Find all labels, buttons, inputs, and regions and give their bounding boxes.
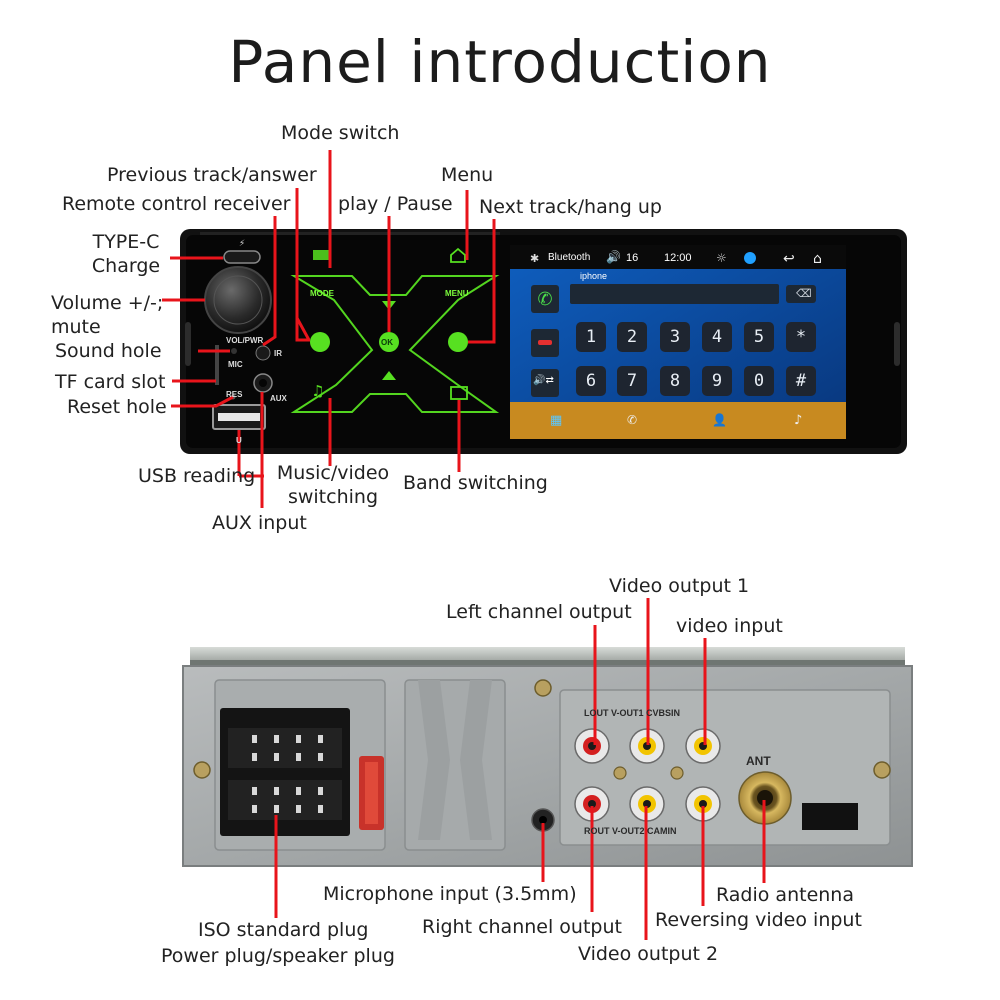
label-menu: Menu [441,164,494,186]
usb-mark: U [236,436,242,445]
label-video-output-2: Video output 2 [578,943,719,965]
aux-mark: AUX [270,394,287,403]
screen-volume: 16 [626,252,639,264]
ir-mark: IR [274,349,282,358]
keypad-key[interactable]: 4 [702,322,732,352]
label-next-track: Next track/hang up [479,196,662,218]
label-music-video: Music/video switching [268,461,398,509]
svg-text:♫: ♫ [311,382,324,400]
label-volume: Volume +/-; mute [51,291,163,339]
label-music-video-line2: switching [287,486,379,508]
keypad-key[interactable]: 0 [744,366,774,396]
svg-text:♪: ♪ [794,413,802,428]
label-usb-reading: USB reading [138,465,256,487]
svg-text:✆: ✆ [627,413,637,427]
res-mark: RES [226,390,243,399]
mic-mark: MIC [228,360,243,369]
svg-text:☼: ☼ [716,251,727,265]
volume-icon: 🔊 [606,250,621,264]
label-volume-line1: Volume +/-; [51,292,164,314]
label-iso-plug: ISO standard plug [198,919,369,941]
svg-text:⚡: ⚡ [239,239,245,249]
screen-device-name: iphone [580,271,608,281]
speaker-toggle-icon[interactable]: 🔊⇄ [533,375,554,386]
label-remote-receiver: Remote control receiver [62,193,291,215]
svg-text:↩: ↩ [783,251,795,267]
label-mode-switch: Mode switch [281,122,400,144]
keypad-key[interactable]: # [786,366,816,396]
rca-bottom-row-mark: ROUT V-OUT2 CAMIN [584,826,677,836]
keypad-key[interactable]: 5 [744,322,774,352]
svg-text:⌫: ⌫ [796,287,812,300]
svg-text:▦: ▦ [550,413,562,428]
label-video-input: video input [676,615,783,637]
label-typec: TYPE-C Charge [86,230,166,278]
keypad-key[interactable]: 3 [660,322,690,352]
label-right-channel: Right channel output [422,916,622,938]
keypad-key[interactable]: 9 [702,366,732,396]
label-reversing-video: Reversing video input [655,909,862,931]
label-typec-line1: TYPE-C [92,231,160,253]
label-left-channel: Left channel output [446,601,632,623]
label-tf-slot: TF card slot [55,371,166,393]
rear-callouts [274,598,766,940]
label-previous-track: Previous track/answer [107,164,317,186]
label-band-switching: Band switching [403,472,548,494]
ok-key-label[interactable]: OK [381,338,393,347]
mode-key-label[interactable]: MODE [310,289,334,298]
label-sound-hole: Sound hole [55,340,162,362]
front-callouts [162,150,496,508]
label-power-plug: Power plug/speaker plug [161,945,395,967]
page-title: Panel introduction [228,28,772,96]
screen-app-title: Bluetooth [548,252,591,263]
keypad-key[interactable]: 7 [617,366,647,396]
svg-text:✱: ✱ [530,252,539,265]
rear-panel [182,647,913,867]
svg-text:👤: 👤 [712,413,727,427]
screen-time: 12:00 [664,252,692,264]
svg-text:⌂: ⌂ [813,251,822,267]
svg-text:✆: ✆ [537,289,552,310]
label-radio-antenna: Radio antenna [716,884,854,906]
label-video-output-1: Video output 1 [609,575,750,597]
label-volume-line2: mute [51,316,101,338]
ant-mark: ANT [746,754,771,768]
label-reset-hole: Reset hole [67,396,167,418]
label-aux-input: AUX input [212,512,307,534]
menu-key-label[interactable]: MENU [445,289,469,298]
rca-top-row-mark: LOUT V-OUT1 CVBSIN [584,708,681,718]
label-music-video-line1: Music/video [276,462,390,484]
keypad-key[interactable]: * [786,322,816,352]
label-play-pause: play / Pause [338,193,453,215]
keypad-key[interactable]: 2 [617,322,647,352]
label-microphone-input: Microphone input (3.5mm) [323,883,577,905]
keypad-key[interactable]: 6 [576,366,606,396]
vol-pwr-mark: VOL/PWR [226,336,264,345]
keypad-key[interactable]: 1 [576,322,606,352]
keypad-key[interactable]: 8 [660,366,690,396]
label-typec-line2: Charge [91,255,161,277]
